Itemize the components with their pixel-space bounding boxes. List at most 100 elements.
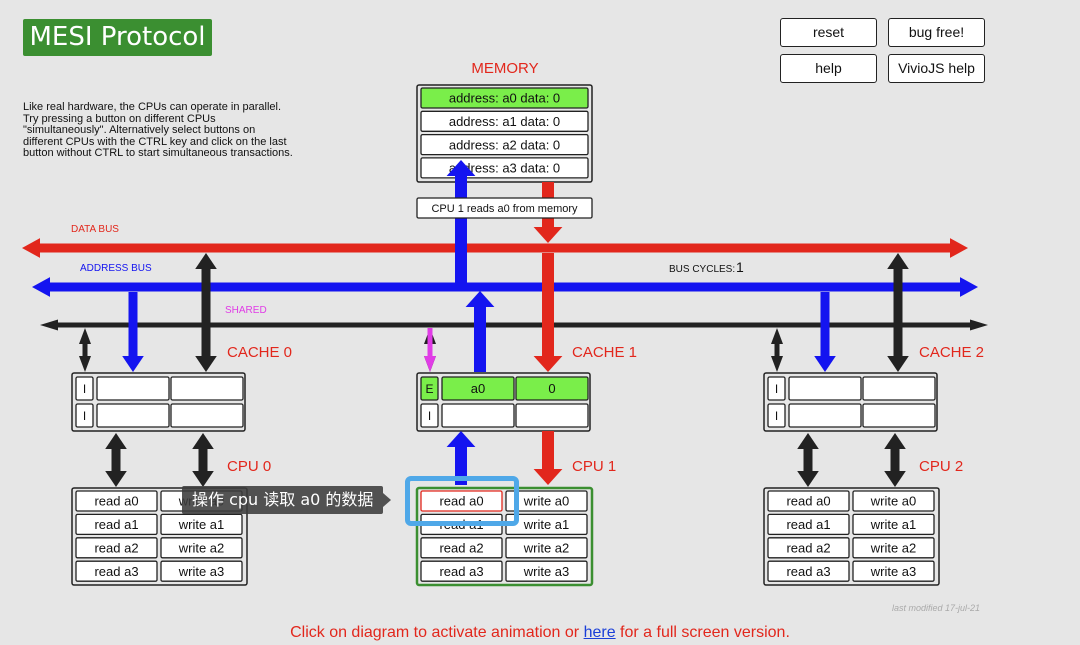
bug-free-button[interactable]: bug free! xyxy=(888,18,985,47)
description-text: Like real hardware, the CPUs can operate… xyxy=(23,101,293,159)
status-message-label: CPU 1 reads a0 from memory xyxy=(431,203,578,215)
cpu0-read-a0-button[interactable] xyxy=(75,490,158,512)
cpu0-write-a2-button[interactable] xyxy=(160,537,243,559)
cpu2-write-a3-button-label: write a3 xyxy=(870,564,917,579)
memory-row-2 xyxy=(420,133,589,156)
cpu0-write-a2-button-label: write a2 xyxy=(178,540,225,555)
cpu2-read-a2-button[interactable] xyxy=(767,537,850,559)
reset-button[interactable]: reset xyxy=(780,18,877,47)
cpu0-address-arrow-up-head xyxy=(105,433,127,449)
cpu1-address-arrow-up-head xyxy=(446,431,476,447)
cpu0-data-arrow-shaft xyxy=(198,449,208,471)
cpu2-read-a0-button[interactable] xyxy=(767,490,850,512)
cpu0-read-a2-button[interactable] xyxy=(75,537,158,559)
cpu0-write-a1-button[interactable] xyxy=(160,513,243,536)
cache1-line0-data-label: 0 xyxy=(548,381,555,396)
cache1-line1-state-label: I xyxy=(428,409,431,423)
fullscreen-link[interactable]: here xyxy=(583,624,616,641)
cpu2-label: CPU 2 xyxy=(919,458,963,475)
address-bus-left-head xyxy=(32,277,50,297)
cache2-address-arrow-shaft xyxy=(820,292,830,356)
cpu0-read-a3-button[interactable] xyxy=(75,560,158,582)
cache0-data-arrow-down-head xyxy=(195,356,217,372)
memory-row-0-label: address: a0 data: 0 xyxy=(449,91,560,106)
cache2-line1-state-label: I xyxy=(775,409,778,423)
cache0-address-arrow-shaft xyxy=(128,292,138,356)
cpu1-write-a0-button[interactable] xyxy=(505,490,588,512)
footer-prefix: Click on diagram to activate animation o… xyxy=(290,624,580,641)
cache2-line0-address xyxy=(788,376,862,401)
footer-suffix: for a full screen version. xyxy=(620,624,790,641)
shared-bus-left-head xyxy=(40,319,58,331)
cache0-data-arrow-shaft xyxy=(201,269,211,356)
cache0-shared-arrow-down-head xyxy=(79,356,91,372)
cache1-shared-signal-down-head xyxy=(424,356,436,372)
shared-bus-right-head xyxy=(970,319,988,331)
footer-text: Click on diagram to activate animation o… xyxy=(0,624,1080,642)
cache0-line0-address xyxy=(96,376,170,401)
cpu2-write-a2-button[interactable] xyxy=(852,537,935,559)
cache2-shared-arrow-down-head xyxy=(771,356,783,372)
cpu2-write-a0-button-label: write a0 xyxy=(870,494,917,509)
cpu1-write-a3-button[interactable] xyxy=(505,560,588,582)
data-bus-label: DATA BUS xyxy=(71,224,119,235)
cpu1-read-a3-button[interactable] xyxy=(420,560,503,582)
cache1-line0-address-label: a0 xyxy=(471,381,485,396)
cpu0-address-arrow-down-head xyxy=(105,471,127,487)
cache1-line1-address xyxy=(441,403,515,428)
cache2-line0-state-label: I xyxy=(775,382,778,396)
address-bus-right-head xyxy=(960,277,978,297)
cpu2-data-arrow-shaft xyxy=(890,449,900,471)
cpu1-data-arrow-down-head xyxy=(533,469,563,485)
cpu1-label: CPU 1 xyxy=(572,458,616,475)
cpu1-read-a0-button[interactable] xyxy=(420,490,503,512)
cache0-line0-data xyxy=(170,376,244,401)
cpu2-write-a0-button[interactable] xyxy=(852,490,935,512)
data-bus-right-head xyxy=(950,238,968,258)
address-bus-label: ADDRESS BUS xyxy=(80,263,152,274)
cache1-line0-state-label: E xyxy=(425,382,433,396)
cache0-data-arrow-up-head xyxy=(195,253,217,269)
data-bus-left-head xyxy=(22,238,40,258)
cache0-shared-arrow-up-head xyxy=(79,328,91,344)
cpu0-read-a2-button-label: read a2 xyxy=(94,540,138,555)
cpu2-write-a3-button[interactable] xyxy=(852,560,935,582)
cpu2-write-a1-button[interactable] xyxy=(852,513,935,536)
cache0-line1-data xyxy=(170,403,244,428)
cpu0-write-a3-button-label: write a3 xyxy=(178,564,225,579)
cpu2-data-arrow-up-head xyxy=(884,433,906,449)
cache1-address-arrow-shaft xyxy=(474,307,486,372)
cpu2-read-a3-button[interactable] xyxy=(767,560,850,582)
viviojs-help-button[interactable]: VivioJS help xyxy=(888,54,985,83)
cache2-data-arrow-up-head xyxy=(887,253,909,269)
cpu1-read-a2-button[interactable] xyxy=(420,537,503,559)
memory-row-1-label: address: a1 data: 0 xyxy=(449,114,560,129)
cpu0-read-a1-button[interactable] xyxy=(75,513,158,536)
cache0-line1-state-label: I xyxy=(83,409,86,423)
cpu2-write-a1-button-label: write a1 xyxy=(870,517,917,532)
help-button[interactable]: help xyxy=(780,54,877,83)
tooltip: 操作 cpu 读取 a0 的数据 xyxy=(182,486,392,514)
cache0-address-arrow-down-head xyxy=(122,356,144,372)
cpu1-write-a2-button[interactable] xyxy=(505,537,588,559)
memory-address-arrow-up-head xyxy=(446,160,476,176)
shared-bus-label: SHARED xyxy=(225,305,267,316)
cache1-line1-data xyxy=(515,403,589,428)
cache2-label: CACHE 2 xyxy=(919,344,984,361)
cpu0-read-a3-button-label: read a3 xyxy=(94,564,138,579)
cache0-line0-state xyxy=(75,376,94,401)
cpu2-read-a1-button[interactable] xyxy=(767,513,850,536)
memory-row-1 xyxy=(420,110,589,132)
cache2-shared-arrow-up-head xyxy=(771,328,783,344)
cpu0-data-arrow-down-head xyxy=(192,471,214,487)
memory-label: MEMORY xyxy=(471,60,538,77)
cpu2-address-arrow-down-head xyxy=(797,471,819,487)
last-modified-note: last modified 17-jul-21 xyxy=(892,603,981,613)
cpu0-write-a3-button[interactable] xyxy=(160,560,243,582)
cache1-line1-state xyxy=(420,403,439,428)
cache0-shared-arrow-shaft xyxy=(82,344,88,356)
cpu0-address-arrow-shaft xyxy=(111,449,121,471)
cache2-line1-state xyxy=(767,403,786,428)
cpu2-read-a0-button-label: read a0 xyxy=(786,494,830,509)
